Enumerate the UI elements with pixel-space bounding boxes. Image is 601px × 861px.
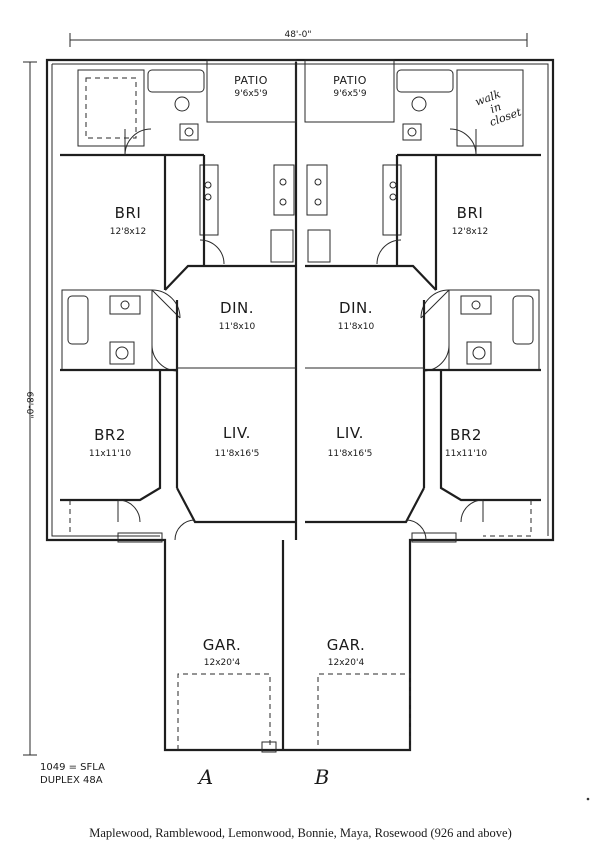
model-note: DUPLEX 48A <box>40 775 103 786</box>
left-liv-size: 11'8x16'5 <box>215 449 260 459</box>
caption: Maplewood, Ramblewood, Lemonwood, Bonnie… <box>89 826 512 840</box>
right-din-label: DIN. <box>339 299 373 317</box>
left-patio-label: PATIO <box>234 74 268 87</box>
speck-mark <box>586 797 590 801</box>
width-dimension: 48'-0" <box>69 30 528 47</box>
right-br1-size: 12'8x12 <box>452 227 488 237</box>
right-patio-size: 9'6x5'9 <box>333 89 366 99</box>
left-din-label: DIN. <box>220 299 254 317</box>
left-din-size: 11'8x10 <box>219 322 256 332</box>
unit-b-plan <box>304 59 541 750</box>
width-dimension-label: 48'-0" <box>284 30 311 40</box>
right-liv-size: 11'8x16'5 <box>328 449 373 459</box>
right-garage-label: GAR. <box>327 636 366 654</box>
unit-a-label: A <box>197 765 213 789</box>
right-br1-label: BRI <box>457 204 484 222</box>
left-patio-size: 9'6x5'9 <box>234 89 267 99</box>
left-garage-size: 12x20'4 <box>204 658 241 668</box>
right-patio-label: PATIO <box>333 74 367 87</box>
left-br1-size: 12'8x12 <box>110 227 146 237</box>
right-br2-size: 11x11'10 <box>445 449 487 459</box>
depth-dimension-label: 68'-0" <box>24 391 34 418</box>
depth-dimension: 68'-0" <box>23 61 37 756</box>
unit-b-label: B <box>314 765 330 789</box>
right-garage-size: 12x20'4 <box>328 658 365 668</box>
exterior-walls <box>45 58 555 752</box>
left-br1-label: BRI <box>115 204 142 222</box>
right-din-size: 11'8x10 <box>338 322 375 332</box>
walk-in-closet-note: walk in closet <box>473 87 523 129</box>
note-word-in: in <box>489 100 503 116</box>
right-liv-label: LIV. <box>336 424 364 442</box>
right-br2-label: BR2 <box>450 426 482 444</box>
unit-a-plan <box>60 59 297 753</box>
left-liv-label: LIV. <box>223 424 251 442</box>
left-garage-label: GAR. <box>203 636 242 654</box>
sfla-note: 1049 = SFLA <box>40 762 105 773</box>
left-br2-size: 11x11'10 <box>89 449 131 459</box>
left-br2-label: BR2 <box>94 426 126 444</box>
